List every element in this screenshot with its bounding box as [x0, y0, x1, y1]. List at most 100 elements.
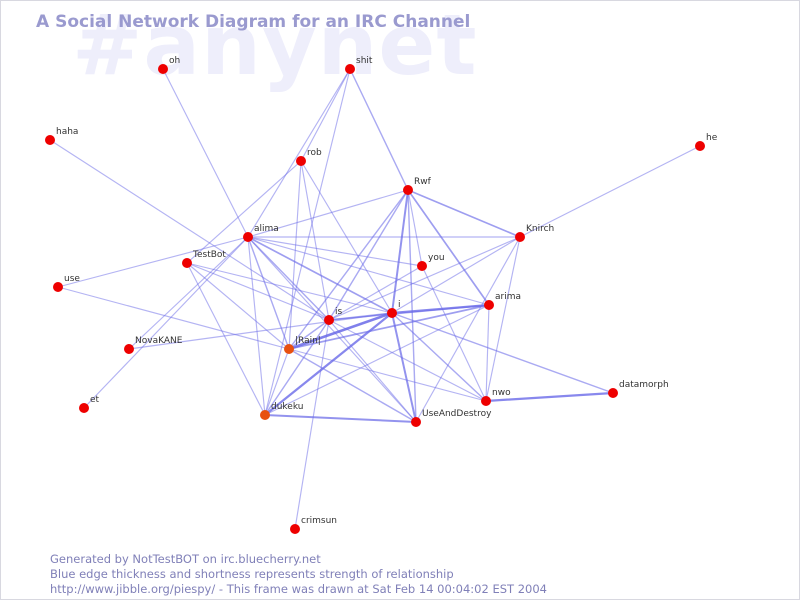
node-Rain[interactable]: |Rain|: [284, 336, 321, 354]
node-dot-oh[interactable]: [158, 64, 168, 74]
edge-arima-dukeku: [264, 304, 490, 416]
diagram-title: A Social Network Diagram for an IRC Chan…: [36, 12, 471, 32]
node-dot-shit[interactable]: [345, 64, 355, 74]
node-you[interactable]: you: [417, 253, 445, 271]
edge-alima-i: [247, 236, 393, 314]
node-TestBot[interactable]: TestBot: [182, 250, 226, 268]
node-label-arima: arima: [495, 292, 521, 302]
node-dot-Rain[interactable]: [284, 344, 294, 354]
edge-rob-TestBot: [186, 160, 302, 264]
node-dot-i[interactable]: [387, 308, 397, 318]
footer-source-link[interactable]: http://www.jibble.org/piespy/ - This fra…: [50, 582, 547, 596]
edge-Rwf-Knirch: [407, 189, 521, 238]
node-haha[interactable]: haha: [45, 127, 78, 145]
node-NovaKANE[interactable]: NovaKANE: [124, 336, 183, 354]
edge-Rwf-is: [328, 189, 409, 321]
edge-is-dukeku: [264, 319, 330, 416]
node-dot-Knirch[interactable]: [515, 232, 525, 242]
edge-arima-Rain: [288, 304, 490, 350]
edge-i-dukeku: [263, 311, 394, 417]
node-label-nwo: nwo: [492, 388, 511, 398]
edge-Rwf-arima: [407, 189, 490, 306]
edge-use-alima: [57, 236, 249, 288]
node-dukeku[interactable]: dukeku: [260, 402, 303, 420]
node-datamorph[interactable]: datamorph: [608, 380, 669, 398]
node-dot-rob[interactable]: [296, 156, 306, 166]
node-Knirch[interactable]: Knirch: [515, 224, 554, 242]
node-he[interactable]: he: [695, 133, 718, 151]
edge-Knirch-is: [328, 236, 521, 321]
edge-Rwf-i: [391, 189, 409, 314]
node-arima[interactable]: arima: [484, 292, 521, 310]
edge-alima-dukeku: [247, 236, 266, 416]
node-dot-NovaKANE[interactable]: [124, 344, 134, 354]
footer: Generated by NotTestBOT on irc.bluecherr…: [50, 552, 547, 597]
edge-dukeku-UseAndDestroy: [264, 414, 417, 423]
footer-generated-by: Generated by NotTestBOT on irc.bluecherr…: [50, 552, 321, 566]
edge-Knirch-UseAndDestroy: [415, 236, 521, 423]
node-dot-alima[interactable]: [243, 232, 253, 242]
node-label-Rwf: Rwf: [414, 177, 432, 187]
node-dot-crimsun[interactable]: [290, 524, 300, 534]
node-et[interactable]: et: [79, 395, 100, 413]
node-dot-TestBot[interactable]: [182, 258, 192, 268]
node-dot-datamorph[interactable]: [608, 388, 618, 398]
node-dot-haha[interactable]: [45, 135, 55, 145]
edge-NovaKANE-i: [128, 312, 393, 350]
node-dot-dukeku[interactable]: [260, 410, 270, 420]
edge-alima-arima: [247, 236, 490, 306]
edge-TestBot-is: [186, 262, 330, 321]
edge-alima-UseAndDestroy: [247, 236, 417, 423]
node-dot-he[interactable]: [695, 141, 705, 151]
node-is[interactable]: is: [324, 307, 343, 325]
edge-Rain-nwo: [288, 348, 487, 402]
edge-shit-rob: [300, 68, 351, 162]
node-dot-et[interactable]: [79, 403, 89, 413]
edge-TestBot-i: [186, 262, 393, 314]
node-label-is: is: [335, 307, 343, 317]
node-UseAndDestroy[interactable]: UseAndDestroy: [411, 409, 492, 427]
edge-you-is: [328, 265, 423, 321]
node-Rwf[interactable]: Rwf: [403, 177, 432, 195]
node-dot-use[interactable]: [53, 282, 63, 292]
node-rob[interactable]: rob: [296, 148, 322, 166]
edge-i-datamorph: [391, 312, 614, 394]
node-dot-you[interactable]: [417, 261, 427, 271]
edge-alima-NovaKANE: [128, 236, 249, 350]
node-label-use: use: [64, 274, 80, 284]
node-label-alima: alima: [254, 224, 279, 234]
edge-i-Rain: [287, 311, 394, 351]
edge-he-Knirch: [519, 145, 701, 238]
edge-shit-Rwf: [349, 68, 409, 191]
edge-Rwf-alima: [247, 189, 409, 238]
node-label-datamorph: datamorph: [619, 380, 669, 390]
node-dot-nwo[interactable]: [481, 396, 491, 406]
node-nwo[interactable]: nwo: [481, 388, 511, 406]
node-shit[interactable]: shit: [345, 56, 373, 74]
edge-i-UseAndDestroy: [391, 312, 417, 423]
node-crimsun[interactable]: crimsun: [290, 516, 337, 534]
node-oh[interactable]: oh: [158, 56, 180, 74]
edge-alima-is: [247, 236, 330, 321]
node-dot-is[interactable]: [324, 315, 334, 325]
edge-layer: [49, 68, 701, 530]
edge-shit-dukeku: [264, 68, 351, 416]
edge-you-nwo: [421, 265, 487, 402]
node-i[interactable]: i: [387, 300, 401, 318]
node-label-oh: oh: [169, 56, 180, 66]
node-label-i: i: [398, 300, 401, 310]
edge-Knirch-nwo: [485, 236, 521, 402]
node-label-haha: haha: [56, 127, 78, 137]
edge-Rain-dukeku: [264, 348, 290, 416]
node-label-NovaKANE: NovaKANE: [135, 336, 183, 346]
node-dot-arima[interactable]: [484, 300, 494, 310]
channel-watermark: #anynet: [72, 0, 478, 94]
node-use[interactable]: use: [53, 274, 80, 292]
node-dot-Rwf[interactable]: [403, 185, 413, 195]
edge-Knirch-i: [391, 236, 521, 314]
edge-alima-et: [83, 236, 249, 409]
node-dot-UseAndDestroy[interactable]: [411, 417, 421, 427]
node-alima[interactable]: alima: [243, 224, 279, 242]
